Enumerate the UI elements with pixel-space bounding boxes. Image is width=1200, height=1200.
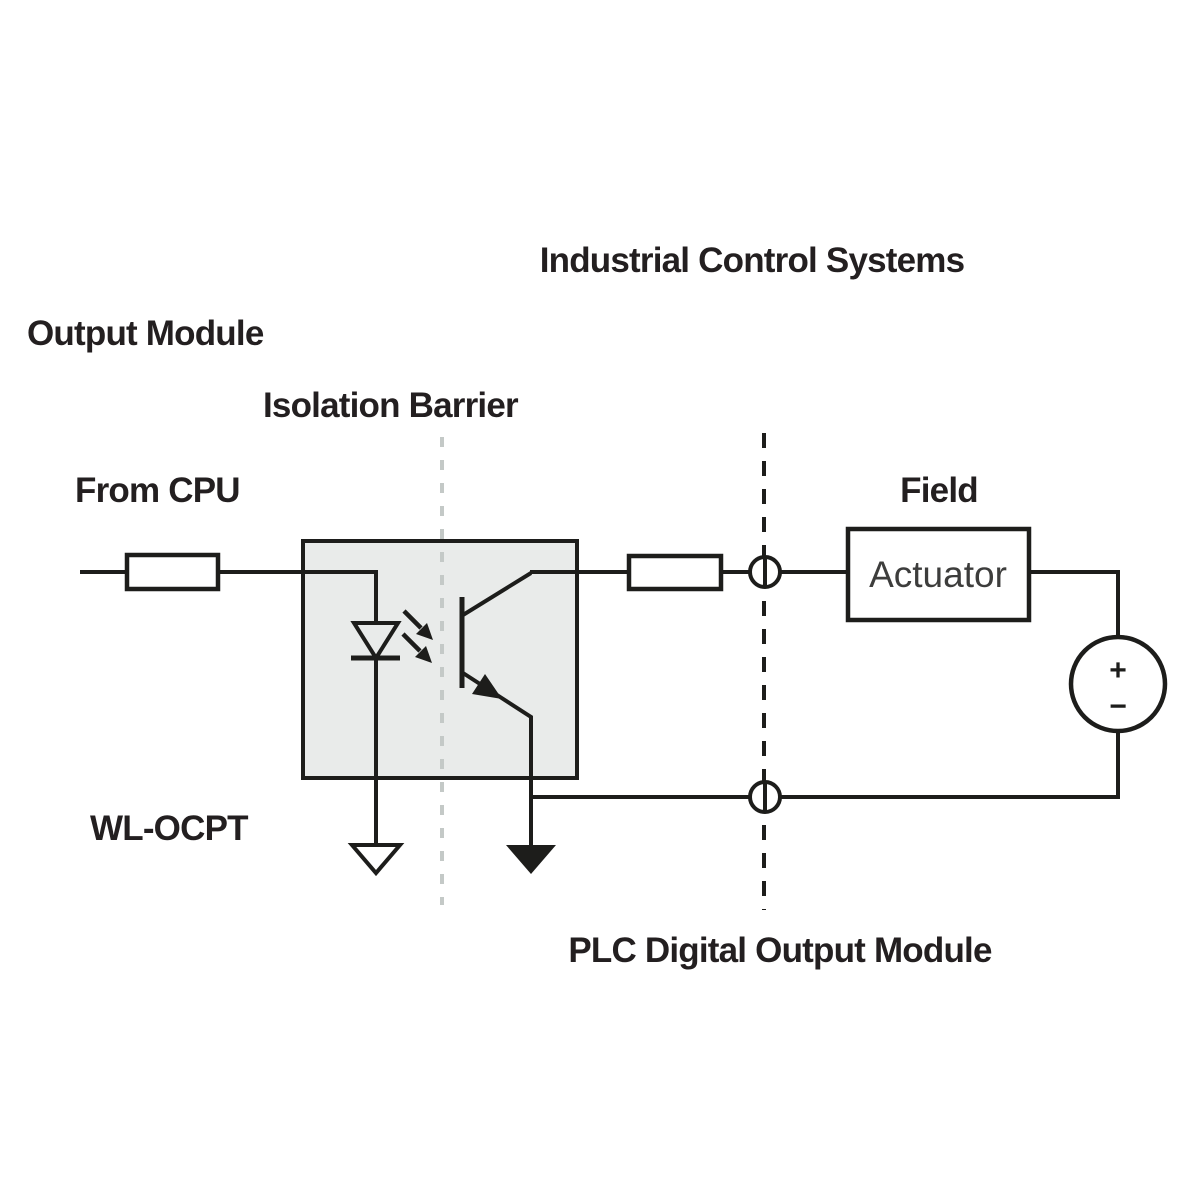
emitter-arrow-head <box>472 674 502 699</box>
phototransistor-icon <box>459 571 533 845</box>
wl-ocpt-label: WL-OCPT <box>90 809 248 848</box>
diagram-title: Industrial Control Systems <box>540 241 965 280</box>
input-resistor-icon <box>124 552 221 592</box>
wire <box>218 570 378 623</box>
from-cpu-label: From CPU <box>75 471 240 510</box>
output-module-label: Output Module <box>27 314 264 353</box>
light-arrow-line <box>402 609 423 630</box>
terminal-port-top-icon <box>748 555 782 589</box>
output-resistor-icon <box>626 553 724 592</box>
light-emission-arrows-icon <box>401 609 433 663</box>
source-plus-sign: + <box>1109 654 1127 687</box>
transistor-collector <box>461 571 533 617</box>
actuator-label: Actuator <box>869 554 1007 595</box>
led-icon <box>350 621 402 662</box>
source-circle <box>1068 634 1168 734</box>
isolation-barrier-label: Isolation Barrier <box>263 386 519 425</box>
light-arrow-head <box>416 623 433 640</box>
wire <box>780 731 1120 799</box>
terminal-port-bottom-icon <box>748 780 782 814</box>
source-minus-sign: − <box>1109 690 1127 723</box>
led-triangle <box>350 621 402 662</box>
field-label: Field <box>900 471 978 510</box>
plc-output-module-label: PLC Digital Output Module <box>568 931 992 970</box>
light-arrow-head <box>415 646 432 663</box>
signal-ground-icon <box>506 845 556 874</box>
dc-voltage-source-icon: + − <box>1068 634 1168 734</box>
actuator-box <box>845 526 1032 623</box>
wire <box>1029 570 1120 637</box>
light-arrow-line <box>401 632 422 653</box>
logic-ground-icon <box>347 843 405 877</box>
wire <box>529 795 750 845</box>
